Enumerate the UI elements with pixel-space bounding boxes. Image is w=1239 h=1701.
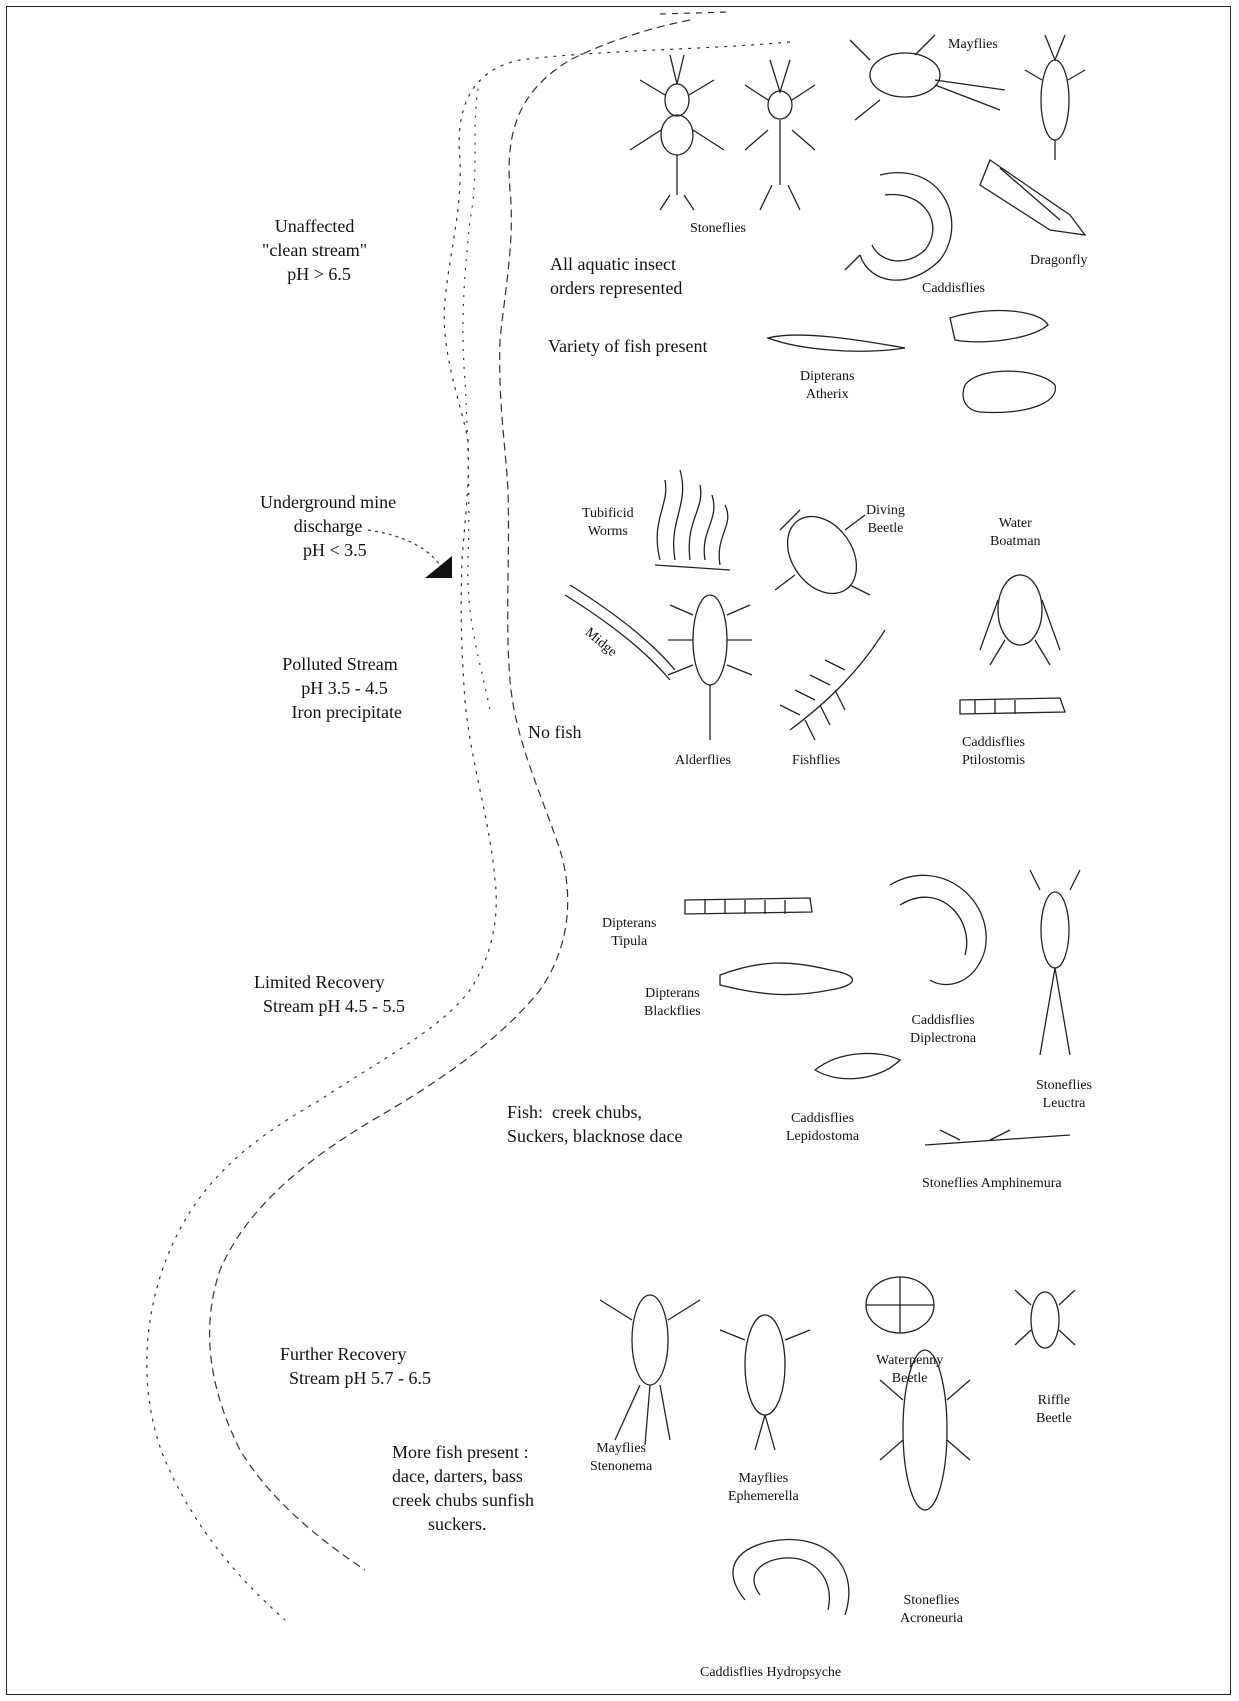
hydropsyche-drawing [733,1540,849,1615]
ptilostomis-drawing [960,698,1065,714]
note-no-fish: No fish [528,720,582,744]
stonefly-drawing [630,55,724,210]
label-fishflies: Fishflies [792,752,840,770]
dragonfly-drawing [980,160,1085,235]
stream-mid-line [463,80,490,710]
label-riffle-beetle: Riffle Beetle [1036,1392,1072,1428]
case-drawing [950,311,1055,413]
label-stoneflies-amphinemura: Stoneflies Amphinemura [922,1175,1062,1193]
stream-left-bank [147,42,790,1620]
stenonema-drawing [600,1295,700,1445]
fishfly-drawing [780,630,885,740]
label-water-boatman: Water Boatman [990,515,1041,551]
label-dragonfly: Dragonfly [1030,252,1088,270]
label-caddisflies-ptilostomis: Caddisflies Ptilostomis [962,734,1025,770]
label-caddisflies-lepidostoma: Caddisflies Lepidostoma [786,1110,859,1146]
midge-drawing [565,585,675,680]
note-more-fish: More fish present : dace, darters, bass … [392,1440,534,1536]
lepidostoma-drawing [815,1053,900,1078]
zone-further-recovery: Further Recovery Stream pH 5.7 - 6.5 [280,1342,431,1390]
label-dipterans-blackflies: Dipterans Blackflies [644,985,701,1021]
water-boatman-drawing [980,575,1060,665]
label-dipterans-atherix: Dipterans Atherix [800,368,854,404]
label-caddisflies-top: Caddisflies [922,280,985,298]
label-stoneflies-leuctra: Stoneflies Leuctra [1036,1077,1092,1113]
atherix-drawing [768,335,905,351]
label-mayflies-ephemerella: Mayflies Ephemerella [728,1470,799,1506]
label-caddisflies-diplectrona: Caddisflies Diplectrona [910,1012,976,1048]
blackfly-drawing [720,963,853,995]
zone-limited-recovery: Limited Recovery Stream pH 4.5 - 5.5 [254,970,405,1018]
mayfly-drawing-2 [1025,35,1085,160]
label-caddisflies-hydropsyche: Caddisflies Hydropsyche [700,1664,841,1682]
waterpenny-drawing [866,1277,934,1333]
note-all-orders: All aquatic insect orders represented [550,252,682,300]
stonefly-drawing-2 [745,60,815,210]
amphinemura-drawing [925,1130,1070,1145]
diplectrona-drawing [890,875,986,984]
tipula-drawing [685,898,812,914]
riffle-beetle-drawing [1015,1290,1075,1348]
label-stoneflies-acroneuria: Stoneflies Acroneuria [900,1592,963,1628]
note-fish-limited: Fish: creek chubs, Suckers, blacknose da… [507,1100,682,1148]
zone-polluted: Polluted Stream pH 3.5 - 4.5 Iron precip… [278,652,402,724]
label-tubificid-worms: Tubificid Worms [582,505,634,541]
label-mayflies-top: Mayflies [948,36,998,54]
leuctra-drawing [1030,870,1080,1055]
note-variety-fish: Variety of fish present [548,334,707,358]
label-waterpenny-beetle: Waterpenny Beetle [876,1352,943,1388]
label-diving-beetle: Diving Beetle [866,502,905,538]
diving-beetle-drawing [773,503,870,606]
tubificid-drawing [655,470,730,570]
label-alderflies: Alderflies [675,752,731,770]
ephemerella-drawing [720,1315,810,1450]
zone-unaffected: Unaffected "clean stream" pH > 6.5 [262,214,367,286]
label-mayflies-stenonema: Mayflies Stenonema [590,1440,652,1476]
label-stoneflies-top: Stoneflies [690,220,746,238]
alderfly-drawing [668,595,752,740]
caddisfly-drawing [845,173,952,281]
zone-mine-discharge: Underground mine discharge pH < 3.5 [260,490,396,562]
discharge-triangle [425,556,452,578]
label-dipterans-tipula: Dipterans Tipula [602,915,656,951]
